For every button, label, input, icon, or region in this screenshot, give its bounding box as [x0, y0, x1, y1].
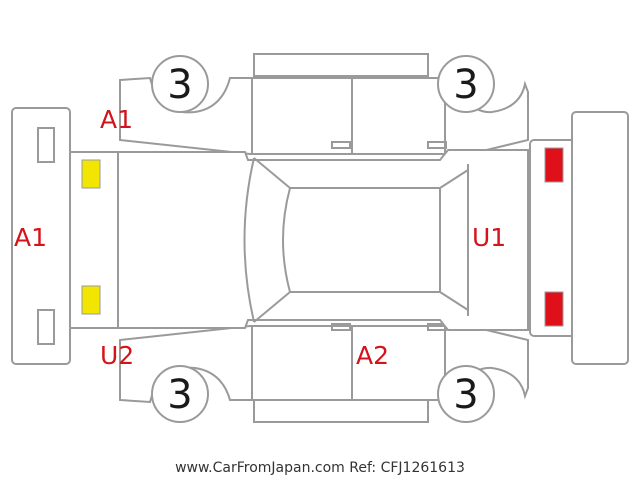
windshield — [243, 157, 255, 323]
tire-score-rear-right: 3 — [453, 372, 478, 418]
taillight-top — [544, 147, 564, 183]
damage-code-front-bumper: A1 — [14, 223, 47, 252]
footer-reference: www.CarFromJapan.com Ref: CFJ1261613 — [175, 460, 465, 476]
roof — [282, 187, 441, 293]
tire-score-front-right: 3 — [167, 372, 192, 418]
left-mirror-strip — [253, 53, 429, 77]
front-view-body — [11, 107, 71, 365]
headlight-right — [81, 285, 101, 315]
headlight-left — [81, 159, 101, 189]
damage-code-front-left-fender: A1 — [100, 105, 133, 134]
front-fog-light-top — [37, 127, 55, 163]
damage-code-front-right-fender: U2 — [100, 341, 134, 370]
tire-rear-left: 3 — [437, 55, 495, 113]
left-front-door-handle — [331, 141, 351, 149]
left-rear-door-handle — [427, 141, 447, 149]
right-mirror-strip — [253, 399, 429, 423]
damage-code-rear-right-door: A2 — [356, 341, 389, 370]
tire-front-right: 3 — [151, 365, 209, 423]
top-view — [65, 149, 529, 331]
tire-rear-right: 3 — [437, 365, 495, 423]
front-fog-light-bottom — [37, 309, 55, 345]
tire-front-left: 3 — [151, 55, 209, 113]
tire-score-rear-left: 3 — [453, 62, 478, 108]
damage-code-rear-bumper: U1 — [472, 223, 506, 252]
front-view — [11, 107, 71, 365]
rear-view-body — [571, 111, 629, 365]
tire-score-front-left: 3 — [167, 62, 192, 108]
rear-view — [529, 111, 629, 365]
right-front-door-handle — [331, 323, 351, 331]
taillight-bottom — [544, 291, 564, 327]
